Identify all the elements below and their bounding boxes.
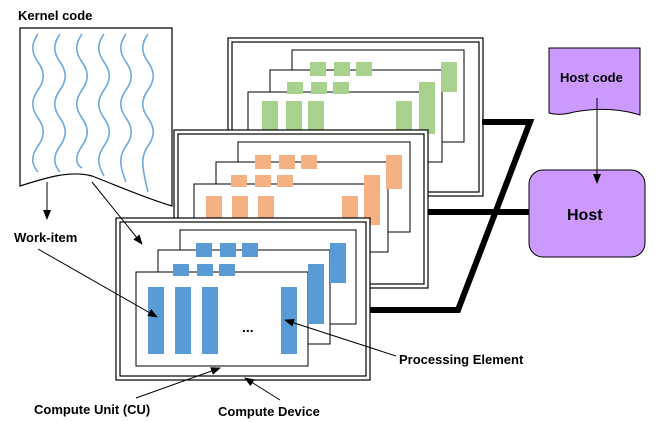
processing-element-arrow	[284, 318, 397, 357]
host-box: Host	[528, 169, 646, 258]
host-code-label: Host code	[560, 70, 623, 85]
kernel-code-document	[19, 27, 173, 207]
work-item-arrow	[37, 248, 158, 318]
host-label: Host	[567, 207, 603, 224]
compute-device-3: ...	[115, 217, 371, 381]
ellipsis: ...	[242, 319, 254, 335]
work-item-label: Work-item	[14, 230, 77, 245]
compute-device-arrow	[244, 377, 281, 401]
processing-element-label: Processing Element	[399, 352, 524, 367]
host-device-connections	[370, 119, 535, 313]
compute-device-label: Compute Device	[218, 404, 320, 419]
compute-unit-label: Compute Unit (CU)	[34, 402, 150, 417]
kernel-threads	[31, 33, 155, 193]
kernel-code-title: Kernel code	[18, 8, 92, 23]
compute-unit-arrow	[135, 367, 221, 399]
device-1-processing-elements	[262, 62, 457, 134]
kernel-to-device-arrow	[91, 181, 143, 245]
arrows	[37, 98, 601, 401]
host-code-document: Host code	[548, 47, 641, 116]
